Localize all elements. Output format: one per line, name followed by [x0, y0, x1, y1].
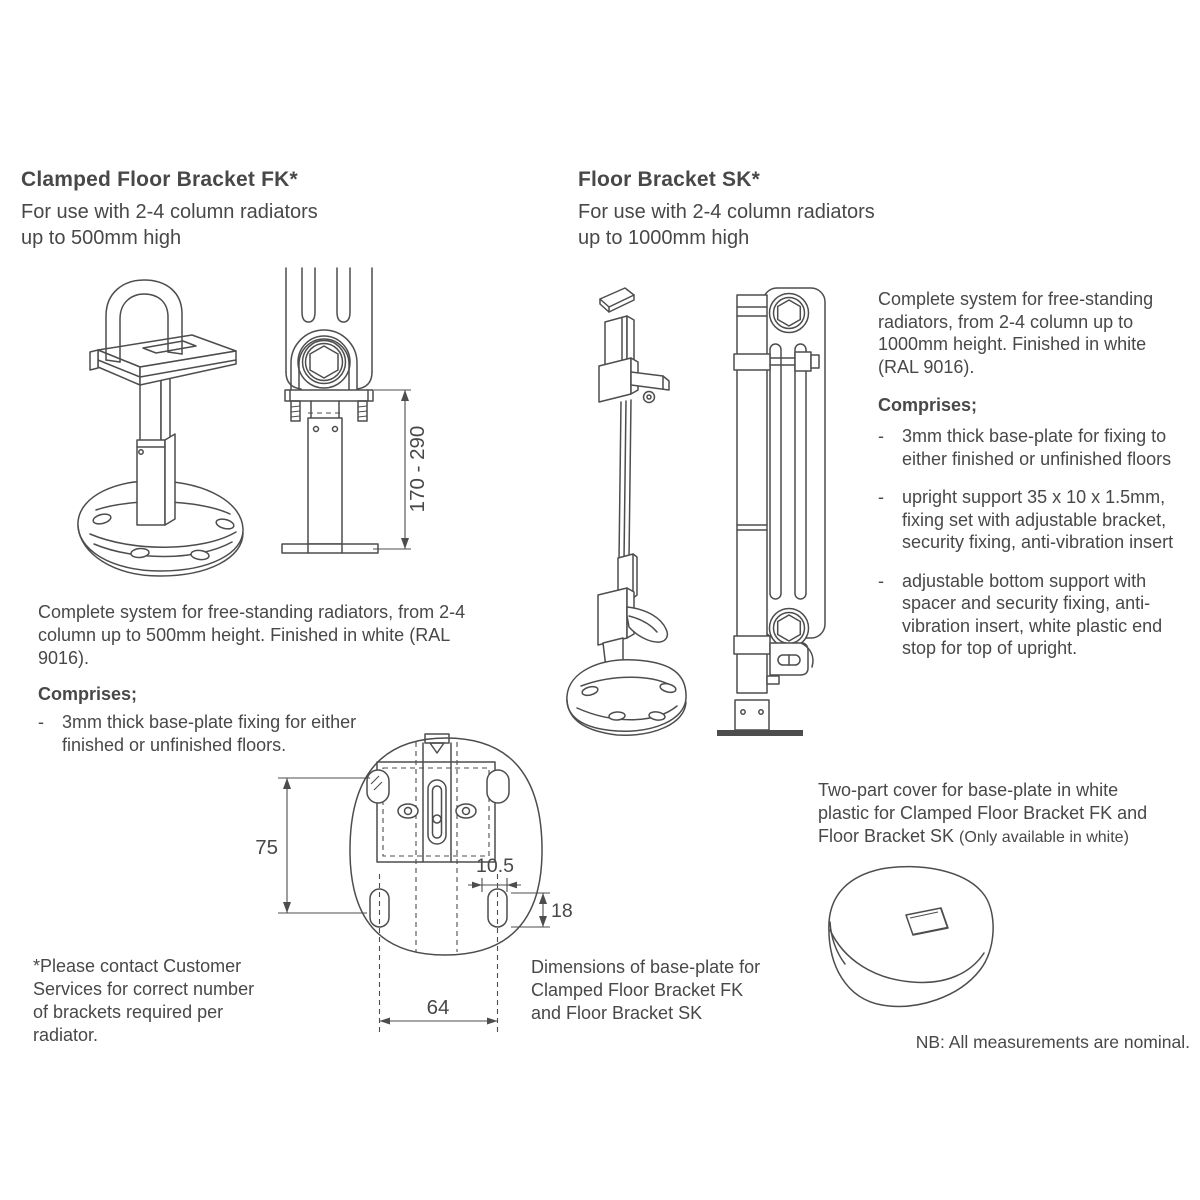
height-dimension-label: 170 - 290 [406, 426, 429, 513]
cover-note-main: Two-part cover for base-plate in white p… [818, 780, 1148, 846]
u-bolt-clamp [284, 329, 374, 422]
fk-description-block: Complete system for free-standing radiat… [38, 601, 498, 756]
base-plate-caption: Dimensions of base-plate for Clamped Flo… [531, 956, 765, 1025]
sk-bullet-2-text: upright support 35 x 10 x 1.5mm, fixing … [902, 487, 1174, 552]
footnote: *Please contact Customer Services for co… [33, 955, 263, 1047]
bullet-dash: - [38, 712, 44, 732]
sk-end-stop-cap [599, 287, 635, 313]
fk-subtitle: For use with 2-4 column radiators up to … [21, 199, 451, 251]
sk-subtitle: For use with 2-4 column radiators up to … [578, 199, 1008, 251]
nb-note: NB: All measurements are nominal. [890, 1032, 1190, 1053]
sk-comprises-heading: Comprises; [878, 395, 978, 415]
dimension-10-5: 10.5 [468, 855, 521, 892]
sk-description-block: Complete system for free-standing radiat… [878, 288, 1174, 660]
base-plate-caption-text: Dimensions of base-plate for Clamped Flo… [531, 957, 761, 1023]
fk-clamp-arch [105, 279, 183, 363]
height-dimension: 170 - 290 [373, 389, 429, 550]
sk-title: Floor Bracket SK* [578, 168, 760, 191]
fk-post-front [281, 400, 379, 554]
fk-title: Clamped Floor Bracket FK* [21, 168, 298, 191]
dimension-10-5-label: 10.5 [476, 855, 514, 877]
fk-description: Complete system for free-standing radiat… [38, 602, 466, 668]
sk-bullet-1: - 3mm thick base-plate for fixing to eit… [878, 425, 1174, 470]
sk-upright-side [733, 294, 820, 694]
dimension-64-label: 64 [427, 996, 450, 1019]
fk-upright-post [136, 374, 176, 526]
dimension-75-label: 75 [255, 836, 278, 859]
cover-shell [828, 865, 994, 1008]
cover-slot [905, 907, 949, 936]
sk-bullet-2: - upright support 35 x 10 x 1.5mm, fixin… [878, 486, 1174, 554]
dimension-18: 18 [511, 892, 573, 928]
sk-bottom-support-hook [626, 606, 669, 643]
sk-bullet-3-text: adjustable bottom support with spacer an… [902, 570, 1163, 659]
cover-note-small: (Only available in white) [959, 829, 1129, 846]
cover-isometric-drawing [828, 865, 994, 1008]
bullet-dash: - [878, 570, 884, 591]
bullet-dash: - [878, 426, 884, 446]
dimension-18-label: 18 [551, 900, 573, 922]
fk-bullet-1: - 3mm thick base-plate fixing for either… [38, 711, 498, 756]
base-plate-dimension-drawing: 75 10.5 18 64 [255, 733, 573, 1034]
fk-subtitle-line2: up to 500mm high [21, 227, 182, 249]
footnote-text: *Please contact Customer Services for co… [33, 956, 255, 1045]
sk-base-plate [566, 659, 687, 736]
bullet-dash: - [878, 487, 884, 507]
sk-bottom-support-side [717, 642, 814, 736]
base-plate-outline [349, 733, 543, 1034]
sk-bullet-3: - adjustable bottom support with spacer … [878, 570, 1174, 660]
dimension-64: 64 [379, 996, 498, 1025]
sk-heading: Floor Bracket SK* For use with 2-4 colum… [578, 168, 1008, 251]
sk-upright [597, 315, 670, 677]
nb-note-text: NB: All measurements are nominal. [915, 1032, 1190, 1052]
dimension-75: 75 [255, 777, 370, 914]
sk-bracket-side-view-drawing [717, 287, 826, 736]
fk-heading: Clamped Floor Bracket FK* For use with 2… [21, 168, 451, 251]
sk-subtitle-line1: For use with 2-4 column radiators [578, 201, 875, 223]
fk-subtitle-line1: For use with 2-4 column radiators [21, 201, 318, 223]
fk-bracket-front-view-drawing: 170 - 290 [281, 267, 429, 554]
fk-bracket-isometric-drawing [77, 279, 244, 577]
sk-bullet-1-text: 3mm thick base-plate for fixing to eithe… [902, 426, 1172, 469]
cover-note: Two-part cover for base-plate in white p… [818, 779, 1160, 849]
fk-base-plate [77, 480, 244, 577]
radiator-column-bottom [285, 267, 373, 390]
fk-bullet-1-text: 3mm thick base-plate fixing for either f… [62, 712, 357, 755]
sk-subtitle-line2: up to 1000mm high [578, 227, 750, 249]
radiator-column [762, 287, 826, 649]
fk-comprises-heading: Comprises; [38, 684, 138, 704]
fk-clamp-plate [89, 334, 237, 386]
sk-bracket-isometric-drawing [566, 287, 687, 736]
sk-description: Complete system for free-standing radiat… [878, 289, 1154, 377]
